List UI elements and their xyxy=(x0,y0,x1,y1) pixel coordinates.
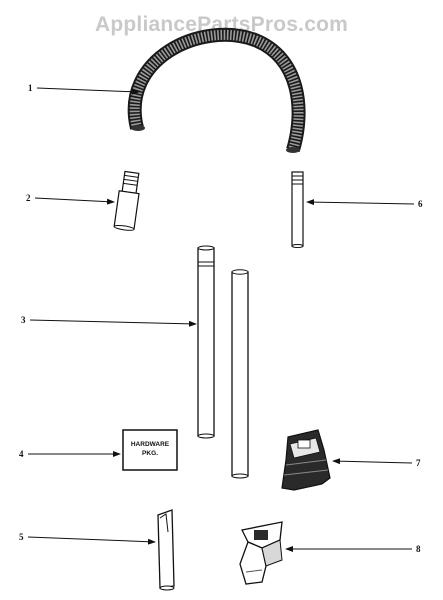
callout-7: 7 xyxy=(332,458,421,468)
callout-8: 8 xyxy=(285,544,421,554)
callout-number: 3 xyxy=(21,315,26,325)
extension-wand-right xyxy=(231,269,249,479)
hardware-package-part: HARDWARE PKG. xyxy=(122,429,178,471)
crevice-tool-part xyxy=(157,509,175,591)
hardware-label-line1: HARDWARE xyxy=(131,441,170,448)
callout-number: 2 xyxy=(26,193,31,203)
upholstery-tool-part xyxy=(281,429,331,491)
callout-number: 5 xyxy=(19,532,24,542)
callout-number: 1 xyxy=(28,83,33,93)
callout-4: 4 xyxy=(19,449,121,459)
short-tube-part xyxy=(113,170,140,231)
hardware-label-line2: PKG. xyxy=(142,450,158,457)
callout-6: 6 xyxy=(306,199,423,209)
small-wand-part xyxy=(291,171,304,248)
hose-part xyxy=(127,27,306,153)
watermark: AppliancePartsPros.com xyxy=(95,13,348,36)
callout-number: 8 xyxy=(416,544,421,554)
callout-5: 5 xyxy=(19,532,156,545)
dust-brush-part xyxy=(239,521,283,585)
callout-number: 6 xyxy=(418,199,423,209)
callout-number: 7 xyxy=(416,458,421,468)
callout-1: 1 xyxy=(28,83,140,95)
callout-3: 3 xyxy=(21,315,197,327)
extension-wand-left xyxy=(197,245,215,439)
callout-2: 2 xyxy=(26,193,115,205)
callout-number: 4 xyxy=(19,449,24,459)
